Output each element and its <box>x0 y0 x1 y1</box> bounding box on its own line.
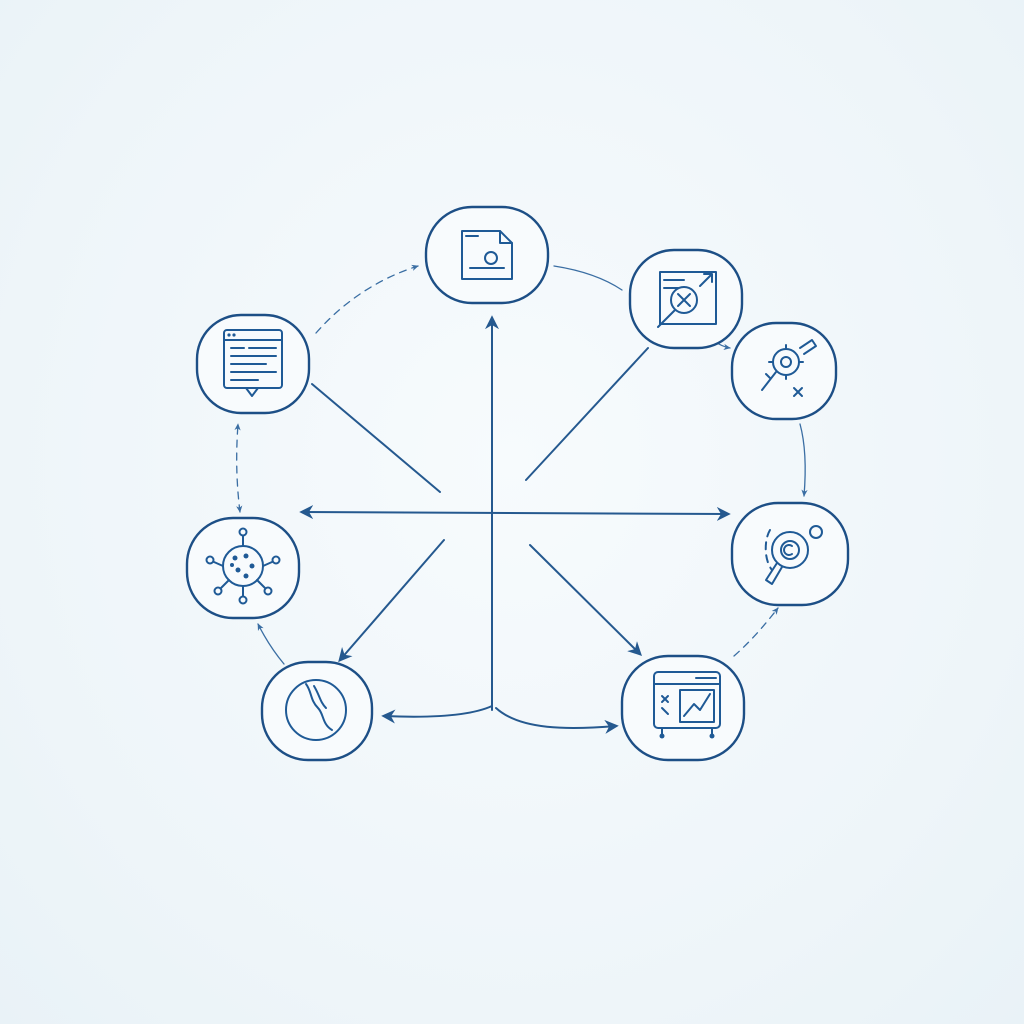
edge-tools-to-inspection <box>799 423 808 497</box>
node-inspection[interactable] <box>730 501 850 607</box>
edge-report-to-hub <box>311 383 441 493</box>
edge-time-to-network <box>257 623 285 665</box>
edge-network-to-report <box>234 423 243 513</box>
virus-network-icon <box>205 527 281 605</box>
cycle-connectors <box>234 264 808 665</box>
edge-hub-to-dashboard <box>529 544 642 656</box>
clock-icon <box>285 679 347 741</box>
edge-report-to-document <box>315 264 419 334</box>
monitor-chart-icon <box>653 671 721 739</box>
node-report[interactable] <box>195 313 311 415</box>
node-time[interactable] <box>260 660 374 762</box>
edge-dashboard-to-inspection <box>733 607 779 657</box>
node-network[interactable] <box>185 516 301 620</box>
magnifier-wrench-icon <box>657 271 717 328</box>
edge-hub-horizontal <box>299 505 731 521</box>
edge-hub-curve-left <box>381 705 493 724</box>
node-document[interactable] <box>424 205 550 305</box>
node-dashboard[interactable] <box>620 654 746 762</box>
document-icon <box>461 230 513 280</box>
node-search-analysis[interactable] <box>628 248 744 350</box>
browser-page-icon <box>223 329 283 397</box>
hub-connectors <box>299 315 731 734</box>
node-tools[interactable] <box>730 321 838 421</box>
gear-wrench-icon <box>761 339 817 397</box>
edge-hub-to-search <box>525 347 649 481</box>
edge-document-to-search <box>553 265 623 291</box>
edge-hub-curve-right <box>495 707 619 734</box>
magnifier-target-icon <box>764 525 823 585</box>
edge-hub-to-time <box>338 539 445 663</box>
